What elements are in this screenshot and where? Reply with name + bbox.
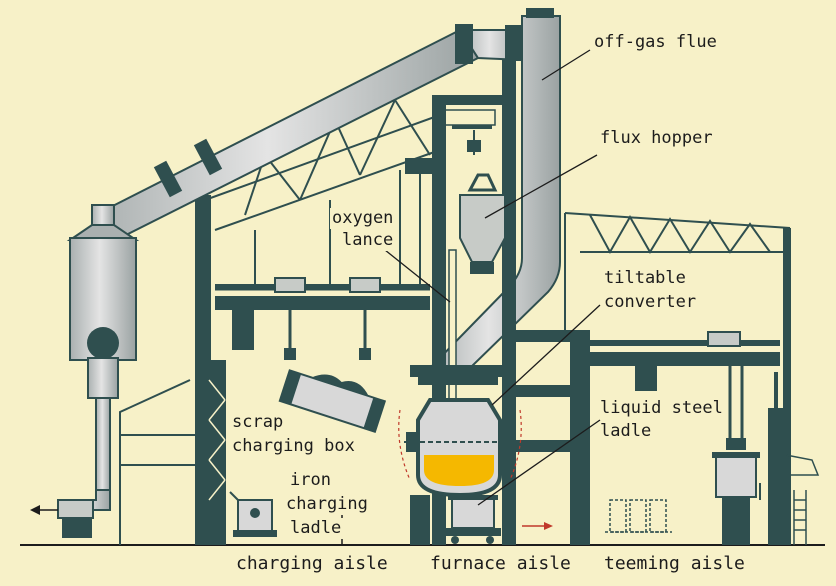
gas-scrubber — [57, 224, 140, 538]
label-oxygen-lance-line2: lance — [340, 230, 396, 251]
flux-hopper — [459, 130, 506, 274]
label-scrap-charging-box-line1: scrap — [230, 412, 286, 433]
label-iron-charging-ladle-line3: ladle — [288, 518, 344, 539]
charging-crane — [215, 277, 430, 360]
aisle-label-furnace: furnace aisle — [430, 553, 571, 574]
teeming-crane — [590, 331, 780, 545]
liquid-steel-ladle — [445, 495, 501, 544]
label-liquid-steel-ladle-line1: liquid steel — [600, 398, 723, 418]
charging-column-left — [195, 195, 211, 545]
transfer-arrow — [522, 522, 553, 530]
label-scrap-charging-box-line2: charging box — [230, 436, 357, 457]
gas-outlet-arrow — [30, 505, 58, 515]
label-tiltable-converter-line2: converter — [604, 292, 697, 312]
leader-lines — [384, 49, 601, 506]
aisle-label-charging: charging aisle — [236, 553, 388, 574]
label-flux-hopper: flux hopper — [600, 128, 713, 148]
label-iron-charging-ladle-line1: iron — [288, 470, 333, 491]
scrap-charging-box — [278, 369, 387, 433]
teeming-platform — [785, 454, 820, 545]
iron-charging-ladle — [229, 491, 277, 537]
aisle-label-teeming: teeming aisle — [604, 553, 745, 574]
ingot-moulds — [605, 499, 672, 533]
label-iron-charging-ladle-line2: charging — [284, 494, 370, 515]
furnace-column-right — [502, 60, 516, 545]
duct-flange — [153, 160, 183, 198]
label-oxygen-lance-line1: oxygen — [330, 208, 396, 229]
tiltable-converter — [398, 398, 522, 498]
label-liquid-steel-ladle-line2: ladle — [600, 421, 652, 441]
label-off-gas-flue: off-gas flue — [594, 32, 717, 52]
label-tiltable-converter-line1: tiltable — [604, 268, 686, 288]
charging-column-inner — [208, 360, 226, 545]
teeming-aisle-roof — [564, 212, 791, 330]
